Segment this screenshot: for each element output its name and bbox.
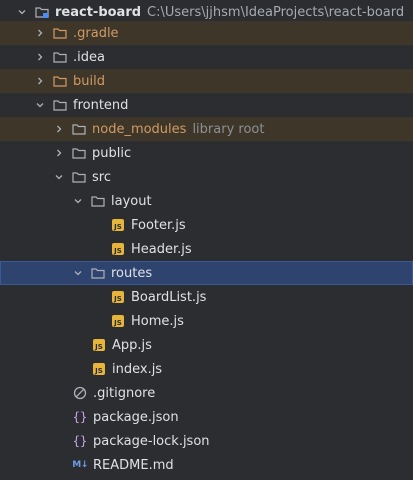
folder-icon <box>71 169 87 185</box>
tree-item-readme-md[interactable]: M↓ README.md <box>0 453 413 477</box>
tree-item-idea[interactable]: .idea <box>0 45 413 69</box>
folder-icon <box>90 265 106 281</box>
chevron-down-icon[interactable] <box>51 169 67 185</box>
tree-item-frontend[interactable]: frontend <box>0 93 413 117</box>
markdown-file-icon: M↓ <box>72 457 88 473</box>
tree-item-header-js[interactable]: JS Header.js <box>0 237 413 261</box>
tree-item-app-js[interactable]: JS App.js <box>0 333 413 357</box>
module-folder-icon <box>34 4 50 20</box>
js-file-icon: JS <box>110 241 126 257</box>
folder-icon <box>90 193 106 209</box>
js-file-icon: JS <box>110 217 126 233</box>
js-badge: JS <box>112 243 124 255</box>
tree-item-label: README.md <box>93 457 174 473</box>
json-file-icon: {} <box>72 409 88 425</box>
library-root-hint: library root <box>192 121 265 137</box>
tree-item-label: react-board <box>55 4 142 20</box>
js-file-icon: JS <box>91 361 107 377</box>
chevron-down-icon[interactable] <box>32 97 48 113</box>
ignore-file-icon <box>72 385 88 401</box>
tree-item-label: .gradle <box>73 25 119 41</box>
js-badge: JS <box>93 363 105 375</box>
tree-item-src[interactable]: src <box>0 165 413 189</box>
tree-item-build[interactable]: build <box>0 69 413 93</box>
excluded-folder-icon <box>52 73 68 89</box>
tree-item-label: layout <box>111 193 152 209</box>
tree-item-label: public <box>92 145 132 161</box>
tree-item-node-modules[interactable]: node_modules library root <box>0 117 413 141</box>
tree-item-react-board[interactable]: react-board C:\Users\jjhsm\IdeaProjects\… <box>0 0 413 24</box>
chevron-right-icon[interactable] <box>32 49 48 65</box>
tree-item-label: .gitignore <box>93 385 156 401</box>
chevron-right-icon[interactable] <box>32 73 48 89</box>
tree-item-label: package-lock.json <box>93 433 210 449</box>
tree-item-package-json[interactable]: {} package.json <box>0 405 413 429</box>
tree-item-label: routes <box>111 265 153 281</box>
json-file-icon: {} <box>72 433 88 449</box>
js-file-icon: JS <box>110 289 126 305</box>
tree-item-gitignore[interactable]: .gitignore <box>0 381 413 405</box>
tree-item-label: src <box>92 169 111 185</box>
chevron-right-icon[interactable] <box>51 121 67 137</box>
excluded-folder-icon <box>52 25 68 41</box>
tree-item-label: package.json <box>93 409 179 425</box>
json-badge: {} <box>72 410 88 424</box>
json-badge: {} <box>72 434 88 448</box>
js-badge: JS <box>112 291 124 303</box>
tree-item-home-js[interactable]: JS Home.js <box>0 309 413 333</box>
folder-icon <box>71 121 87 137</box>
tree-item-label: frontend <box>73 97 129 113</box>
tree-item-public[interactable]: public <box>0 141 413 165</box>
tree-item-boardlist-js[interactable]: JS BoardList.js <box>0 285 413 309</box>
chevron-right-icon[interactable] <box>32 25 48 41</box>
tree-item-package-lock-json[interactable]: {} package-lock.json <box>0 429 413 453</box>
tree-item-label: Footer.js <box>131 217 186 233</box>
tree-item-routes[interactable]: routes <box>0 261 413 285</box>
tree-item-index-js[interactable]: JS index.js <box>0 357 413 381</box>
chevron-down-icon[interactable] <box>14 4 30 20</box>
tree-item-label: .idea <box>73 49 105 65</box>
js-badge: JS <box>112 219 124 231</box>
tree-item-label: App.js <box>112 337 152 353</box>
chevron-down-icon[interactable] <box>70 193 86 209</box>
folder-icon <box>71 145 87 161</box>
tree-item-label: Header.js <box>131 241 192 257</box>
markdown-badge: M↓ <box>72 460 88 470</box>
js-file-icon: JS <box>110 313 126 329</box>
tree-item-layout[interactable]: layout <box>0 189 413 213</box>
js-badge: JS <box>112 315 124 327</box>
chevron-right-icon[interactable] <box>51 145 67 161</box>
tree-item-label: BoardList.js <box>131 289 207 305</box>
tree-item-label: index.js <box>112 361 163 377</box>
tree-item-label: node_modules <box>92 121 187 137</box>
js-file-icon: JS <box>91 337 107 353</box>
project-path: C:\Users\jjhsm\IdeaProjects\react-board <box>147 4 405 20</box>
chevron-down-icon[interactable] <box>70 265 86 281</box>
tree-item-label: Home.js <box>131 313 184 329</box>
folder-icon <box>52 97 68 113</box>
tree-item-label: build <box>73 73 105 89</box>
folder-icon <box>52 49 68 65</box>
js-badge: JS <box>93 339 105 351</box>
tree-item-footer-js[interactable]: JS Footer.js <box>0 213 413 237</box>
tree-item-gradle[interactable]: .gradle <box>0 21 413 45</box>
